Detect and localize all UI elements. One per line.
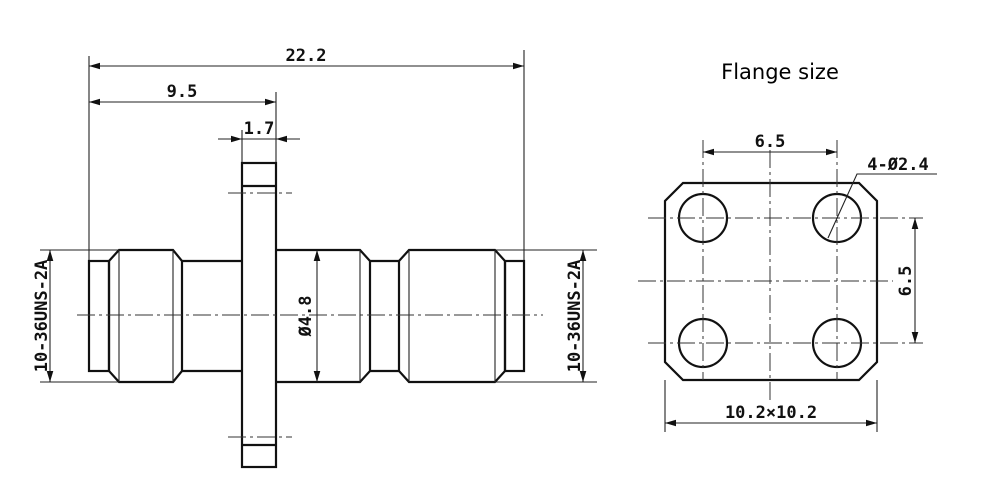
hole-spacing-x-label: 6.5 (755, 132, 786, 152)
left-end-cap (87, 259, 111, 373)
left-thread-label: 10-36UNS-2A (32, 260, 52, 373)
body-diameter-section (276, 248, 372, 384)
right-thread-label: 10-36UNS-2A (565, 260, 585, 373)
flange-size-label: 10.2×10.2 (725, 403, 817, 423)
side-view: 22.2 9.5 1.7 Ø (32, 46, 597, 469)
right-end (503, 259, 526, 373)
body-diameter-label: Ø4.8 (296, 296, 316, 338)
neck (370, 259, 399, 373)
flange-view-title: Flange size (721, 60, 839, 84)
left-body (182, 259, 242, 373)
hole-callout-leader (827, 173, 937, 239)
right-hex-nut (397, 248, 507, 384)
overall-length-label: 22.2 (286, 46, 327, 66)
left-hex-nut (107, 248, 184, 384)
hole-spacing-y-label: 6.5 (896, 266, 916, 297)
flange-thickness-label: 1.7 (244, 119, 275, 139)
flange-view: Flange size 6.5 4-Ø2.4 6.5 10.2×10.2 (638, 60, 937, 432)
hole-callout-label: 4-Ø2.4 (867, 155, 928, 175)
flange-position-label: 9.5 (167, 82, 198, 102)
flange-outline (663, 181, 879, 382)
